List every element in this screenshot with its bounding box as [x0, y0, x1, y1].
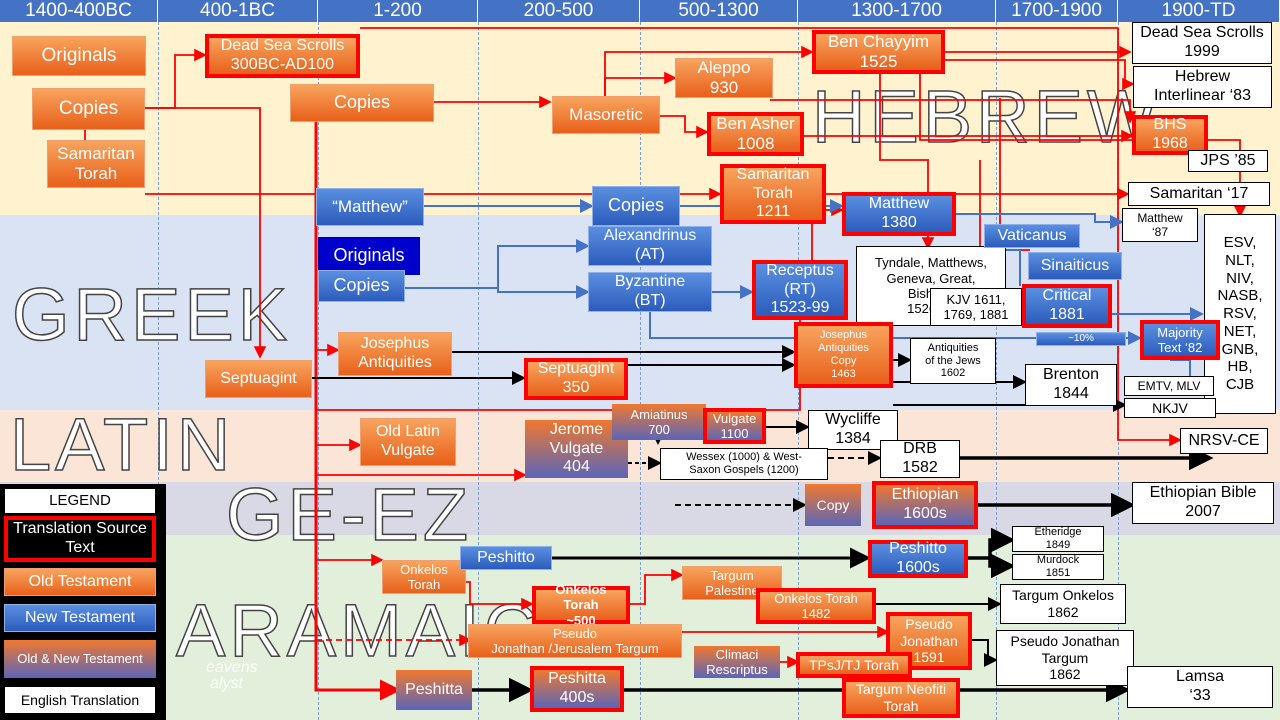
column-divider — [996, 22, 997, 720]
legend-title: LEGEND — [4, 488, 156, 514]
peshitta: Peshitta — [396, 670, 472, 710]
geez-copy: Copy — [805, 484, 861, 526]
critical-text: Critical 1881 — [1022, 284, 1112, 328]
peshitto-1600s: Peshitto 1600s — [868, 540, 968, 578]
section-label-latin: LATIN — [9, 403, 235, 486]
dead-sea-scrolls: Dead Sea Scrolls 300BC-AD100 — [205, 34, 360, 78]
samaritan-torah: Samaritan Torah — [47, 140, 145, 188]
section-label-hebrew: HEBREW — [811, 75, 1161, 158]
septuagint-350: Septuagint 350 — [524, 358, 628, 400]
murdock-1851: Murdock 1851 — [1012, 554, 1104, 580]
logo-line-2: alyst — [210, 675, 243, 692]
nkjv: NKJV — [1124, 398, 1216, 418]
targum-onkelos-1862: Targum Onkelos 1862 — [1000, 584, 1126, 624]
legend-new-testament: New Testament — [4, 604, 156, 632]
tpsj-tj-torah: TPsJ/TJ Torah — [796, 652, 912, 678]
antiquities-1602: Antiquities of the Jews 1602 — [910, 338, 996, 384]
climaci-rescriptus: Climaci Rescriptus — [694, 646, 780, 678]
emtv-mlv: EMTV, MLV — [1124, 376, 1214, 396]
column-header-1: 400-1BC — [158, 0, 318, 22]
matthew-1380: Matthew 1380 — [842, 192, 956, 236]
ben-asher: Ben Asher 1008 — [707, 112, 804, 156]
onkelos-torah: Onkelos Torah — [382, 560, 466, 594]
column-header-0: 1400-400BC — [0, 0, 158, 22]
column-divider — [478, 22, 479, 720]
heavens-analyst-logo: eavens alyst — [180, 660, 258, 692]
column-divider — [158, 22, 159, 720]
wycliffe: Wycliffe 1384 — [808, 410, 898, 450]
old-latin-vulgate: Old Latin Vulgate — [360, 418, 456, 466]
column-header-3: 200-500 — [478, 0, 640, 22]
greek-matthew: “Matthew” — [316, 188, 424, 226]
jerome-vulgate: Jerome Vulgate 404 — [525, 420, 628, 478]
modern-translations: ESV, NLT, NIV, NASB, RSV, NET, GNB, HB, … — [1204, 214, 1276, 414]
vulgate-1100: Vulgate 1100 — [703, 408, 766, 444]
greek-originals: Originals — [318, 237, 420, 275]
hebrew-copies-early: Copies — [32, 88, 145, 130]
section-label-greek: GREEK — [11, 273, 292, 356]
aleppo: Aleppo 930 — [675, 58, 773, 98]
vaticanus: Vaticanus — [984, 224, 1080, 248]
bhs: BHS 1968 — [1132, 115, 1208, 155]
amiatinus: Amiatinus 700 — [612, 404, 706, 440]
targum-neofiti-torah: Targum Neofiti Torah — [842, 678, 960, 718]
column-divider — [640, 22, 641, 720]
dead-sea-scrolls-1999: Dead Sea Scrolls 1999 — [1132, 22, 1272, 64]
wessex-gospels: Wessex (1000) & West- Saxon Gospels (120… — [660, 448, 828, 480]
hebrew-originals: Originals — [12, 36, 146, 76]
hebrew-interlinear: Hebrew Interlinear ‘83 — [1133, 66, 1272, 108]
column-header-2: 1-200 — [318, 0, 478, 22]
greek-copies: Copies — [318, 270, 405, 302]
peshitto: Peshitto — [460, 546, 552, 570]
lamsa-33: Lamsa ‘33 — [1127, 666, 1273, 708]
textus-receptus: Receptus (RT) 1523-99 — [752, 260, 848, 320]
logo-line-1: eavens — [206, 659, 258, 676]
kjv: KJV 1611, 1769, 1881 — [930, 288, 1022, 326]
column-header-4: 500-1300 — [640, 0, 798, 22]
section-label-geez: GE-EZ — [225, 473, 473, 556]
etheridge-1849: Etheridge 1849 — [1012, 526, 1104, 552]
josephus-antiquities: Josephus Antiquities — [338, 332, 452, 376]
column-header-7: 1900-TD — [1118, 0, 1280, 22]
sinaiticus: Sinaiticus — [1028, 252, 1122, 280]
nrsv-ce: NRSV-CE — [1180, 428, 1268, 454]
legend-source-text: Translation Source Text — [4, 516, 156, 562]
hebrew-copies: Copies — [290, 84, 434, 122]
jps-85: JPS ’85 — [1188, 150, 1268, 172]
samaritan-17: Samaritan ‘17 — [1128, 182, 1270, 206]
pseudo-jonathan-targum-1862: Pseudo Jonathan Targum 1862 — [996, 630, 1134, 686]
samaritan-torah-1211: Samaritan Torah 1211 — [720, 164, 826, 224]
peshitta-400s: Peshitta 400s — [530, 666, 624, 712]
column-header-5: 1300-1700 — [798, 0, 996, 22]
onkelos-torah-1482: Onkelos Torah 1482 — [756, 588, 876, 624]
majority-text: Majority Text ‘82 — [1140, 320, 1220, 360]
column-header-6: 1700-1900 — [996, 0, 1118, 22]
ten-percent: ~10% — [1036, 332, 1126, 346]
masoretic: Masoretic — [552, 96, 660, 134]
matthew-87: Matthew ‘87 — [1122, 208, 1198, 242]
alexandrinus: Alexandrinus (AT) — [588, 226, 712, 266]
column-divider — [318, 22, 319, 720]
legend-english-translation: English Translation — [4, 686, 156, 714]
legend-old-new-testament: Old & New Testament — [4, 640, 156, 678]
greek-copies-2: Copies — [592, 186, 680, 226]
onkelos-torah-500: Onkelos Torah ~500 — [532, 582, 630, 628]
ben-chayyim: Ben Chayyim 1525 — [812, 30, 945, 74]
ethiopian-1600s: Ethiopian 1600s — [872, 481, 978, 529]
brenton-1844: Brenton 1844 — [1025, 364, 1117, 406]
drb-1582: DRB 1582 — [880, 440, 960, 478]
legend-old-testament: Old Testament — [4, 568, 156, 596]
ethiopian-bible-2007: Ethiopian Bible 2007 — [1132, 482, 1274, 524]
byzantine: Byzantine (BT) — [588, 272, 712, 312]
josephus-copy-1463: Josephus Antiquities Copy 1463 — [794, 322, 893, 388]
pseudo-jonathan-jerusalem: Pseudo Jonathan /Jerusalem Targum — [468, 624, 682, 658]
septuagint: Septuagint — [205, 360, 312, 398]
